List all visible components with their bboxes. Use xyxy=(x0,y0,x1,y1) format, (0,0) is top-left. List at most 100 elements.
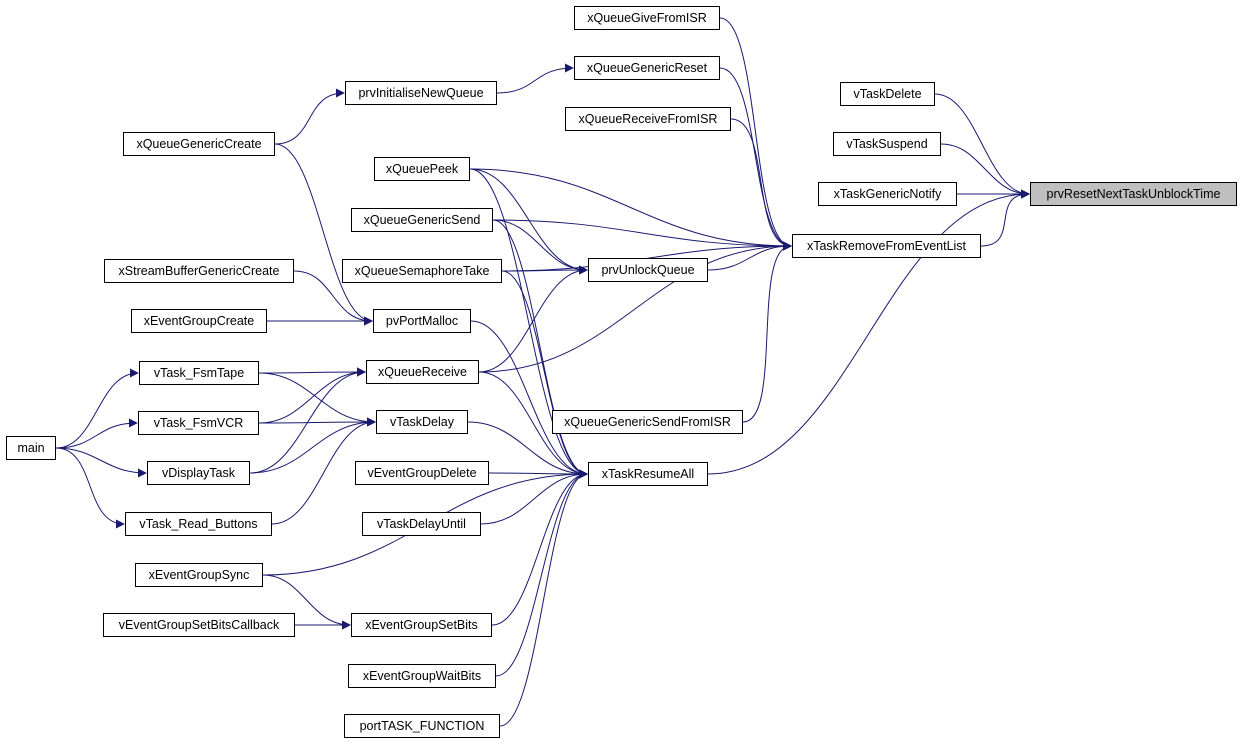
node-xQueueGenericReset[interactable]: xQueueGenericReset xyxy=(574,56,720,80)
edge-xQueueSemaphoreTake-to-xTaskResumeAll xyxy=(501,270,588,479)
edge-xTaskResumeAll-to-prvResetNextTaskUnblockTime xyxy=(707,189,1030,475)
node-portTASK_FUNCTION[interactable]: portTASK_FUNCTION xyxy=(344,714,500,738)
node-prvUnlockQueue[interactable]: prvUnlockQueue xyxy=(588,258,708,282)
node-label: prvInitialiseNewQueue xyxy=(358,86,484,100)
node-main[interactable]: main xyxy=(6,436,56,460)
node-label: vTask_FsmVCR xyxy=(153,416,244,430)
edge-xEventGroupWaitBits-to-xTaskResumeAll xyxy=(495,469,588,677)
edge-xStreamBufferGenericCreate-to-pvPortMalloc xyxy=(293,270,373,326)
node-label: xQueueGenericReset xyxy=(586,61,708,75)
edge-vTask_FsmVCR-to-xQueueReceive xyxy=(258,367,366,424)
node-label: xEventGroupSetBits xyxy=(365,618,478,632)
node-label: xQueueGenericSend xyxy=(363,213,481,227)
node-label: xQueuePeek xyxy=(385,162,459,176)
node-label: xQueueReceiveFromISR xyxy=(578,112,718,126)
edge-xQueueGenericSend-to-xTaskRemoveFromEventList xyxy=(492,219,792,251)
node-xQueueSemaphoreTake[interactable]: xQueueSemaphoreTake xyxy=(342,259,502,283)
edge-xQueueReceiveFromISR-to-xTaskRemoveFromEventList xyxy=(730,118,792,251)
node-label: xStreamBufferGenericCreate xyxy=(118,264,280,278)
edge-xQueueGiveFromISR-to-xTaskRemoveFromEventList xyxy=(719,17,792,251)
edge-xQueueGenericReset-to-xTaskRemoveFromEventList xyxy=(719,67,792,251)
node-label: xQueueReceive xyxy=(378,365,467,379)
edge-vTaskDelayUntil-to-xTaskResumeAll xyxy=(480,469,588,525)
node-label: xTaskResumeAll xyxy=(601,467,695,481)
node-xTaskGenericNotify[interactable]: xTaskGenericNotify xyxy=(818,182,957,206)
node-xTaskResumeAll[interactable]: xTaskResumeAll xyxy=(588,462,708,486)
node-label: portTASK_FUNCTION xyxy=(359,719,485,733)
node-label: xQueueGenericSendFromISR xyxy=(564,415,731,429)
edge-xQueueSemaphoreTake-to-prvUnlockQueue xyxy=(501,265,588,275)
edge-xQueueGenericCreate-to-prvInitialiseNewQueue xyxy=(274,88,345,145)
node-xEventGroupSetBits[interactable]: xEventGroupSetBits xyxy=(351,613,492,637)
edge-xQueueReceive-to-prvUnlockQueue xyxy=(478,265,588,373)
edge-main-to-vTask_Read_Buttons xyxy=(55,447,125,529)
edge-xQueuePeek-to-xTaskRemoveFromEventList xyxy=(469,168,792,251)
node-vTaskSuspend[interactable]: vTaskSuspend xyxy=(833,132,941,156)
edge-vDisplayTask-to-vTaskDelay xyxy=(249,417,376,474)
node-vDisplayTask[interactable]: vDisplayTask xyxy=(147,461,250,485)
node-label: vTaskDelayUntil xyxy=(377,517,466,531)
edge-prvInitialiseNewQueue-to-xQueueGenericReset xyxy=(496,63,574,94)
edge-vTaskDelay-to-xTaskResumeAll xyxy=(467,421,588,479)
node-xStreamBufferGenericCreate[interactable]: xStreamBufferGenericCreate xyxy=(104,259,294,283)
edge-vTask_FsmTape-to-vTaskDelay xyxy=(258,372,376,427)
node-vTask_FsmVCR[interactable]: vTask_FsmVCR xyxy=(138,411,259,435)
node-xQueueGenericSend[interactable]: xQueueGenericSend xyxy=(351,208,493,232)
node-label: vEventGroupDelete xyxy=(367,466,477,480)
node-label: prvResetNextTaskUnblockTime xyxy=(1046,187,1221,201)
edge-xQueueGenericSend-to-prvUnlockQueue xyxy=(492,219,588,275)
edge-main-to-vDisplayTask xyxy=(55,447,147,478)
node-vTaskDelayUntil[interactable]: vTaskDelayUntil xyxy=(362,512,481,536)
node-xEventGroupCreate[interactable]: xEventGroupCreate xyxy=(131,309,267,333)
node-vTask_Read_Buttons[interactable]: vTask_Read_Buttons xyxy=(125,512,272,536)
node-vEventGroupDelete[interactable]: vEventGroupDelete xyxy=(355,461,489,485)
node-label: xEventGroupCreate xyxy=(143,314,255,328)
node-label: main xyxy=(17,441,45,455)
node-label: xTaskRemoveFromEventList xyxy=(806,239,967,253)
edge-xQueueReceive-to-xTaskRemoveFromEventList xyxy=(478,241,792,373)
edge-xQueueGenericSend-to-xTaskResumeAll xyxy=(492,219,588,479)
edge-xQueueGenericCreate-to-pvPortMalloc xyxy=(274,143,373,326)
node-xEventGroupWaitBits[interactable]: xEventGroupWaitBits xyxy=(348,664,496,688)
edge-xQueueReceive-to-xTaskResumeAll xyxy=(478,371,588,479)
edge-vTask_Read_Buttons-to-vTaskDelay xyxy=(271,417,376,525)
edge-vTaskSuspend-to-prvResetNextTaskUnblockTime xyxy=(940,143,1030,199)
node-pvPortMalloc[interactable]: pvPortMalloc xyxy=(373,309,471,333)
node-vTask_FsmTape[interactable]: vTask_FsmTape xyxy=(139,361,259,385)
node-label: vTask_Read_Buttons xyxy=(139,517,258,531)
edge-vEventGroupDelete-to-xTaskResumeAll xyxy=(488,469,588,479)
node-vTaskDelete[interactable]: vTaskDelete xyxy=(840,82,935,106)
node-vEventGroupSetBitsCallback[interactable]: vEventGroupSetBitsCallback xyxy=(103,613,295,637)
node-label: xQueueGiveFromISR xyxy=(587,11,707,25)
edge-prvUnlockQueue-to-xTaskRemoveFromEventList xyxy=(707,241,792,271)
edge-xEventGroupSetBits-to-xTaskResumeAll xyxy=(491,469,588,626)
node-label: pvPortMalloc xyxy=(385,314,459,328)
edge-xQueueGenericSendFromISR-to-xTaskRemoveFromEventList xyxy=(742,241,792,423)
node-xTaskRemoveFromEventList[interactable]: xTaskRemoveFromEventList xyxy=(792,234,981,258)
node-label: vTask_FsmTape xyxy=(153,366,245,380)
node-label: vTaskSuspend xyxy=(846,137,928,151)
edge-portTASK_FUNCTION-to-xTaskResumeAll xyxy=(499,469,588,727)
node-prvInitialiseNewQueue[interactable]: prvInitialiseNewQueue xyxy=(345,81,497,105)
node-xQueueReceive[interactable]: xQueueReceive xyxy=(366,360,479,384)
node-label: vTaskDelay xyxy=(390,415,454,429)
edge-vTaskDelete-to-prvResetNextTaskUnblockTime xyxy=(934,93,1030,199)
node-xQueuePeek[interactable]: xQueuePeek xyxy=(374,157,470,181)
node-vTaskDelay[interactable]: vTaskDelay xyxy=(376,410,468,434)
edge-main-to-vTask_FsmTape xyxy=(55,368,139,449)
edge-pvPortMalloc-to-xTaskResumeAll xyxy=(470,320,588,479)
node-label: xEventGroupSync xyxy=(148,568,250,582)
node-label: vEventGroupSetBitsCallback xyxy=(118,618,280,632)
node-prvResetNextTaskUnblockTime[interactable]: prvResetNextTaskUnblockTime xyxy=(1030,182,1237,206)
node-xEventGroupSync[interactable]: xEventGroupSync xyxy=(135,563,263,587)
edge-vTask_FsmVCR-to-vTaskDelay xyxy=(258,417,376,427)
edge-xQueuePeek-to-xTaskResumeAll xyxy=(469,168,588,479)
edge-vTask_FsmTape-to-xQueueReceive xyxy=(258,367,366,377)
node-label: xQueueGenericCreate xyxy=(136,137,262,151)
node-xQueueReceiveFromISR[interactable]: xQueueReceiveFromISR xyxy=(565,107,731,131)
node-xQueueGenericCreate[interactable]: xQueueGenericCreate xyxy=(123,132,275,156)
node-xQueueGenericSendFromISR[interactable]: xQueueGenericSendFromISR xyxy=(552,410,743,434)
node-xQueueGiveFromISR[interactable]: xQueueGiveFromISR xyxy=(574,6,720,30)
